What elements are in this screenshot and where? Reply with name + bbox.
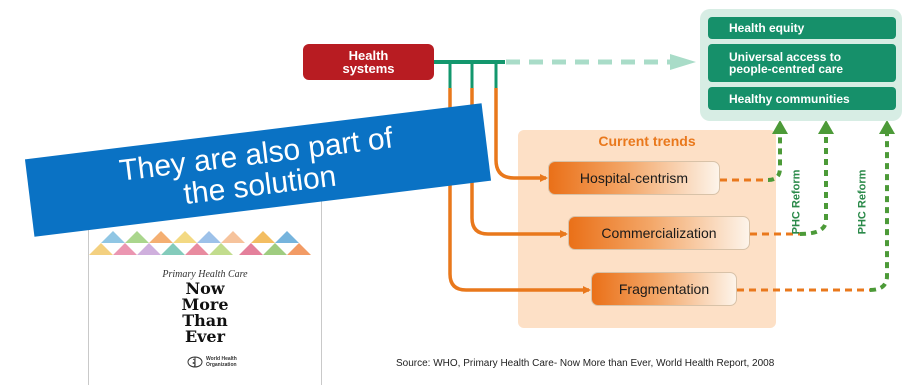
cover-mosaic: [89, 231, 311, 255]
book-title: Now More Than Ever: [89, 281, 321, 345]
health-systems-line: Health: [348, 48, 389, 63]
outcome-universal-access: Universal access to people-centred care: [708, 44, 896, 82]
phc-reform-label: PHC Reform: [790, 169, 803, 235]
publisher-name: World Health Organization: [206, 356, 237, 368]
reform-arrowheads: [772, 120, 895, 134]
book-subtitle: Primary Health Care: [162, 269, 248, 280]
health-systems-box: Health systems: [303, 44, 434, 80]
outcome-health-equity: Health equity: [708, 17, 896, 39]
who-logo-icon: [187, 356, 203, 368]
book-title-line: Now: [185, 279, 225, 298]
arrow-to-commercialization: [470, 88, 568, 238]
reform-arrows: [767, 132, 889, 292]
health-systems-line: systems: [342, 61, 395, 76]
current-trends-title: Current trends: [598, 133, 696, 149]
book-title-line: More: [181, 295, 229, 314]
book-title-line: Ever: [184, 327, 226, 346]
arrow-to-fragmentation: [448, 88, 591, 294]
trend-commercialization: Commercialization: [568, 216, 750, 250]
trend-hospital-centrism: Hospital-centrism: [548, 161, 720, 195]
outcome-healthy-communities: Healthy communities: [708, 87, 896, 110]
dashed-arrow-to-outcomes: [506, 54, 696, 70]
book-title-line: Than: [182, 311, 228, 330]
arrow-to-hospital-centrism: [494, 88, 548, 182]
phc-reform-label: PHC Reform: [856, 169, 869, 235]
health-systems-connector: [434, 60, 505, 88]
report-cover: Primary Health Care Now More Than Ever W…: [88, 195, 322, 385]
source-caption: Source: WHO, Primary Health Care- Now Mo…: [396, 358, 775, 369]
trend-fragmentation: Fragmentation: [591, 272, 737, 306]
